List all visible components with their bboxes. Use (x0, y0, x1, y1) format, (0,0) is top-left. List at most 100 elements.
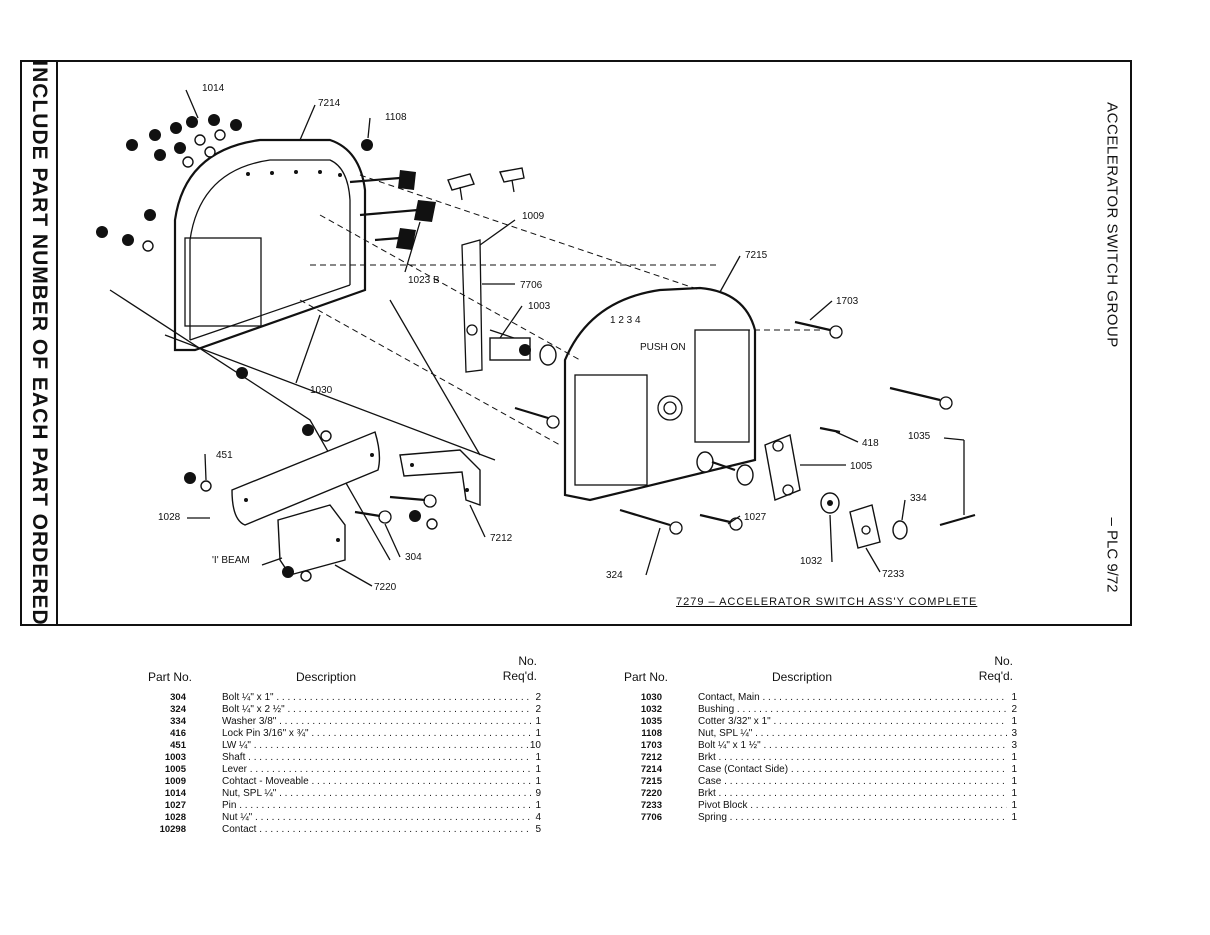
part-number: 1030 (640, 692, 662, 703)
assembly-line (299, 299, 561, 446)
table-row: 1005 Lever 1 (140, 764, 545, 776)
table-row: 324 Bolt ¼" x 2 ½" 2 (140, 704, 545, 716)
part-number: 7233 (640, 800, 662, 811)
svg-text:1 2 3 4: 1 2 3 4 (610, 315, 641, 326)
part-quantity: 1 (1011, 812, 1017, 823)
part-description: Contact, Main (698, 692, 1007, 704)
bracket-7220 (277, 504, 346, 576)
part-quantity: 5 (535, 824, 541, 835)
callout-1108: 1108 (385, 112, 407, 123)
case-7215: 1 2 3 4 PUSH ON (563, 286, 757, 502)
header-qty: No.Req'd. (978, 654, 1013, 683)
part-number: 1703 (640, 740, 662, 751)
bolts-1703 (514, 320, 953, 429)
part-quantity: 1 (535, 800, 541, 811)
part-quantity: 1 (535, 716, 541, 727)
callout-334: 334 (910, 493, 927, 504)
table-row: 10298Contact5 (140, 824, 545, 836)
part-number: 416 (170, 728, 186, 739)
part-quantity: 2 (535, 704, 541, 715)
svg-text:PUSH ON: PUSH ON (640, 342, 686, 353)
part-description: Nut ¼" (222, 812, 531, 824)
part-quantity: 1 (535, 764, 541, 775)
header-description: Description (296, 670, 357, 684)
callout-1014: 1014 (202, 83, 225, 94)
part-description: Pin (222, 800, 531, 812)
contacts-10298 (349, 167, 525, 250)
table-row: 1032Bushing2 (616, 704, 1021, 716)
part-quantity: 1 (1011, 776, 1017, 787)
table-row: 1027Pin1 (140, 800, 545, 812)
part-number: 304 (170, 692, 186, 703)
part-number: 7212 (640, 752, 662, 763)
bolts-324 (619, 508, 743, 535)
bracket-7212 (399, 449, 481, 506)
table-row: 7212Brkt1 (616, 752, 1021, 764)
part-number: 1028 (164, 812, 186, 823)
part-number: 451 (170, 740, 186, 751)
part-number: 324 (170, 704, 186, 715)
table-row: 7215 Case 1 (616, 776, 1021, 788)
table-header: Part No. Description No.Req'd. (140, 654, 545, 692)
part-number: 7215 (640, 776, 662, 787)
part-description: Washer 3/8" (222, 716, 531, 728)
part-quantity: 3 (1011, 740, 1017, 751)
part-description: Brkt (698, 752, 1007, 764)
part-quantity: 10 (529, 740, 541, 751)
header-qty: No.Req'd. (502, 654, 537, 683)
callout-1027: 1027 (744, 512, 767, 523)
part-description: Lever (222, 764, 531, 776)
callout-1030: 1030 (310, 385, 333, 396)
part-description: Brkt (698, 788, 1007, 800)
part-description: Cotter 3/32" x 1" (698, 716, 1007, 728)
part-description: LW ¼" (222, 740, 531, 752)
part-quantity: 2 (535, 692, 541, 703)
part-number: 1014 (164, 788, 186, 799)
part-number: 1005 (164, 764, 186, 775)
callout-1009: 1009 (522, 211, 545, 222)
moveable-contact-1009 (461, 239, 557, 373)
table-row: 1003Shaft1 (140, 752, 545, 764)
part-number: 1003 (164, 752, 186, 763)
callout-7215: 7215 (745, 250, 768, 261)
part-description: Bushing (698, 704, 1007, 716)
part-quantity: 1 (1011, 788, 1017, 799)
part-quantity: 2 (1011, 704, 1017, 715)
header-part-no: Part No. (624, 670, 669, 684)
part-quantity: 4 (535, 812, 541, 823)
leader-lines (185, 89, 965, 587)
table-row: 334 Washer 3/8" 1 (140, 716, 545, 728)
callout-1028: 1028 (158, 512, 181, 523)
pivot-assembly (820, 492, 976, 549)
part-quantity: 1 (1011, 800, 1017, 811)
nuts-451-1028 (184, 424, 438, 582)
part-description: Bolt ¼" x 2 ½" (222, 704, 531, 716)
part-quantity: 9 (535, 788, 541, 799)
callout-7214: 7214 (318, 98, 341, 109)
callout-304: 304 (405, 552, 422, 563)
part-number: 334 (170, 716, 186, 727)
ibeam-plate (231, 431, 381, 526)
part-number: 7220 (640, 788, 662, 799)
callout-1035: 1035 (908, 431, 931, 442)
callout-1003: 1003 (528, 301, 551, 312)
left-instruction-band (20, 60, 58, 626)
table-row: 451 LW ¼"10 (140, 740, 545, 752)
table-row: 7220 Brkt 1 (616, 788, 1021, 800)
part-description: Cohtact - Moveable (222, 776, 531, 788)
table-row: 7706Spring1 (616, 812, 1021, 824)
part-description: Case (698, 776, 1007, 788)
part-description: Spring (698, 812, 1007, 824)
table-row: 1028 Nut ¼" 4 (140, 812, 545, 824)
callout-7706: 7706 (520, 280, 543, 291)
